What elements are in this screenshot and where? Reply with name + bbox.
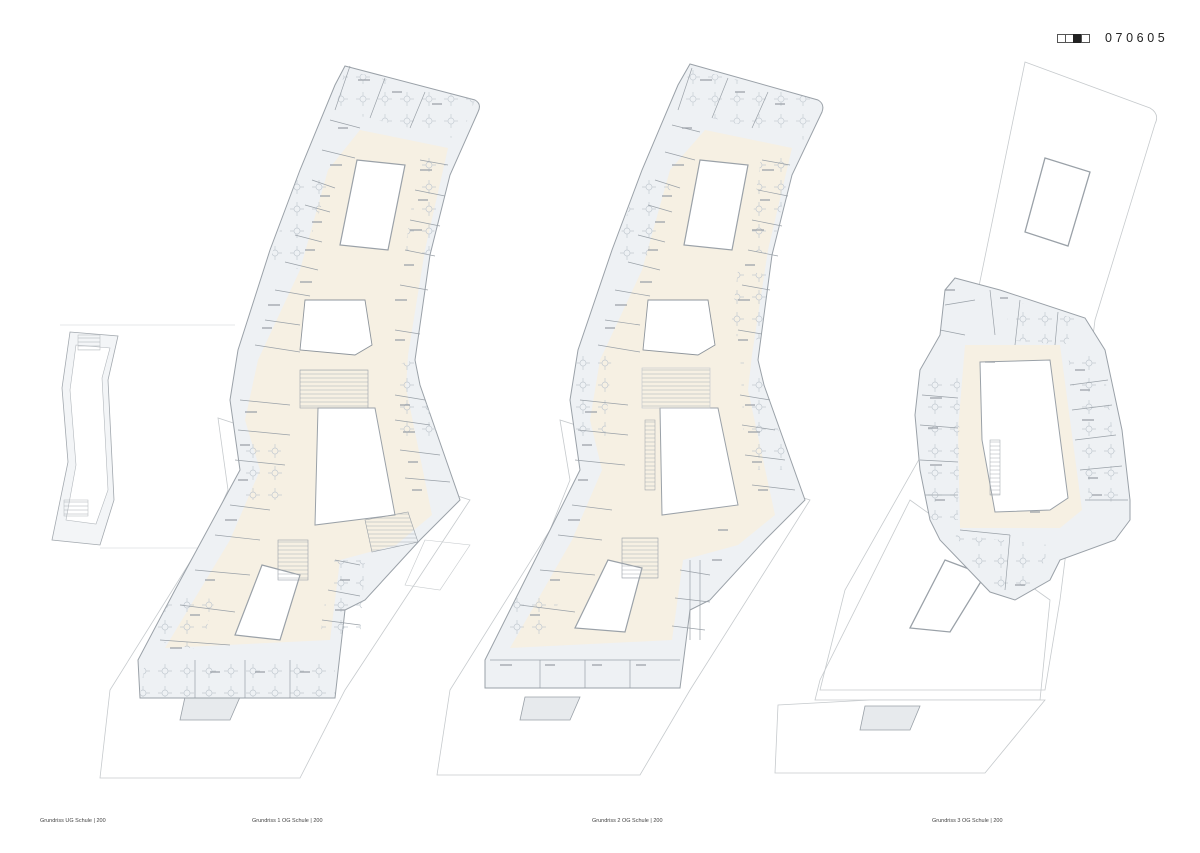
classroom-furniture xyxy=(678,68,818,140)
classroom-furniture xyxy=(395,360,440,440)
classroom-furniture xyxy=(955,535,1050,588)
grand-stair xyxy=(299,369,369,409)
classroom-furniture xyxy=(1005,300,1080,345)
plan-number: 070605 xyxy=(1105,31,1169,45)
wc-core xyxy=(299,299,373,356)
room-dividers xyxy=(159,65,451,698)
room-dividers xyxy=(919,289,1128,591)
room-dividers xyxy=(490,67,796,688)
entrance-canopy xyxy=(179,696,241,721)
roof-atrium xyxy=(1024,157,1091,247)
caption-ug: Grundriss UG Schule | 200 xyxy=(40,818,106,824)
core xyxy=(65,344,111,525)
atrium xyxy=(339,159,406,251)
classroom-furniture xyxy=(320,560,365,640)
classroom-furniture xyxy=(240,440,285,500)
sheet-header: 070605 xyxy=(1057,31,1168,45)
stage xyxy=(364,511,419,553)
stair xyxy=(77,334,101,351)
plan-og3 xyxy=(774,61,1158,774)
classroom-furniture xyxy=(612,175,672,270)
stair xyxy=(277,539,309,581)
room-label-marks xyxy=(170,79,442,673)
classroom-furniture xyxy=(570,350,612,440)
classroom-furniture xyxy=(730,270,770,340)
room-label-marks xyxy=(928,289,1102,586)
classroom-furniture xyxy=(270,170,330,270)
classroom-furniture xyxy=(150,590,215,650)
site-outline xyxy=(774,699,1046,774)
stair xyxy=(644,419,656,491)
classroom-furniture xyxy=(748,150,792,255)
classroom-furniture xyxy=(920,375,960,520)
atrium xyxy=(683,159,749,251)
stair xyxy=(989,439,1001,496)
central-void xyxy=(979,359,1069,513)
plan-og1 xyxy=(99,65,480,779)
entrance-canopy xyxy=(859,705,921,731)
entrance-canopy xyxy=(519,696,581,721)
void-stair xyxy=(641,367,711,409)
caption-og2: Grundriss 2 OG Schule | 200 xyxy=(592,818,663,824)
plaza xyxy=(404,539,471,591)
sheet-index-box xyxy=(1081,33,1090,43)
classroom-furniture xyxy=(405,150,448,255)
classroom-furniture xyxy=(140,660,335,698)
wc-core xyxy=(642,299,716,356)
stair xyxy=(621,537,659,579)
room-label-marks xyxy=(500,79,785,666)
plan-og2 xyxy=(436,63,824,776)
caption-og3: Grundriss 3 OG Schule | 200 xyxy=(932,818,1003,824)
caption-og1: Grundriss 1 OG Schule | 200 xyxy=(252,818,323,824)
stair xyxy=(63,499,89,517)
classroom-furniture xyxy=(335,70,475,140)
classroom-furniture xyxy=(740,350,790,470)
plan-ug xyxy=(51,324,235,549)
classroom-furniture xyxy=(498,590,560,640)
